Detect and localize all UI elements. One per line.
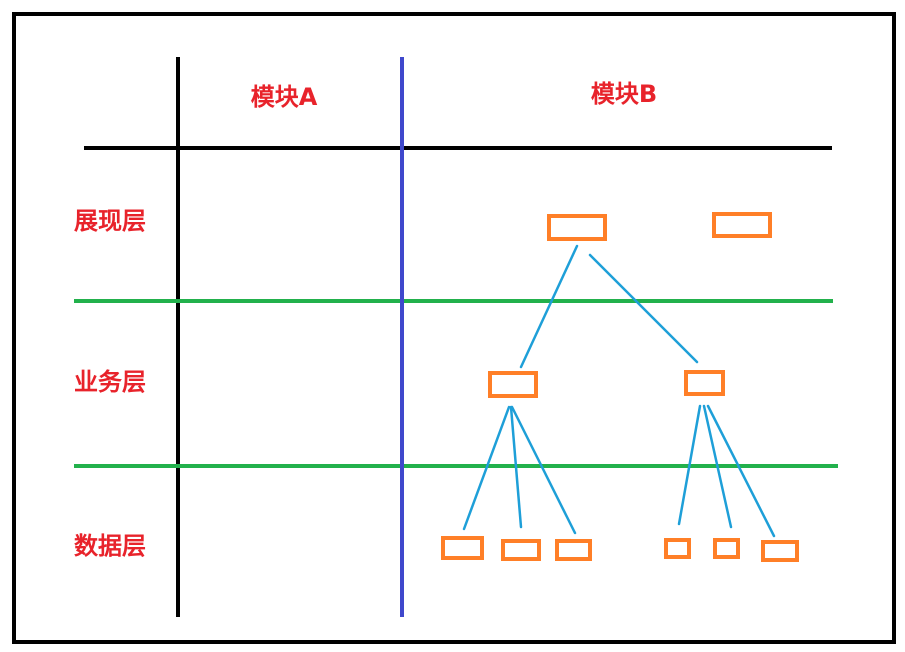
module-b-header: 模块B (590, 80, 658, 108)
module-a-header: 模块A (250, 83, 318, 111)
component-box-b2 (684, 370, 725, 396)
data-layer-label: 数据层 (74, 532, 146, 560)
connector-b1-d1 (462, 405, 511, 531)
component-box-p2 (712, 212, 772, 238)
connector-p1-b1 (519, 244, 579, 369)
connector-b1-d2 (509, 405, 523, 529)
component-box-d3 (555, 539, 592, 561)
component-box-d5 (713, 538, 740, 559)
business-layer-label: 业务层 (74, 368, 146, 396)
connector-b2-d6 (706, 404, 776, 538)
connector-p1-b2 (588, 253, 699, 364)
presentation-layer-label: 展现层 (74, 207, 146, 235)
component-box-d6 (761, 540, 799, 562)
connector-b2-d4 (677, 404, 702, 526)
connectors (462, 244, 776, 538)
connector-b1-d3 (510, 405, 577, 535)
component-boxes (441, 212, 799, 562)
component-box-d1 (441, 536, 484, 560)
component-box-p1 (547, 214, 607, 241)
component-box-b1 (488, 371, 538, 398)
connector-b2-d5 (702, 404, 733, 529)
component-box-d2 (501, 539, 541, 561)
component-box-d4 (664, 538, 691, 559)
